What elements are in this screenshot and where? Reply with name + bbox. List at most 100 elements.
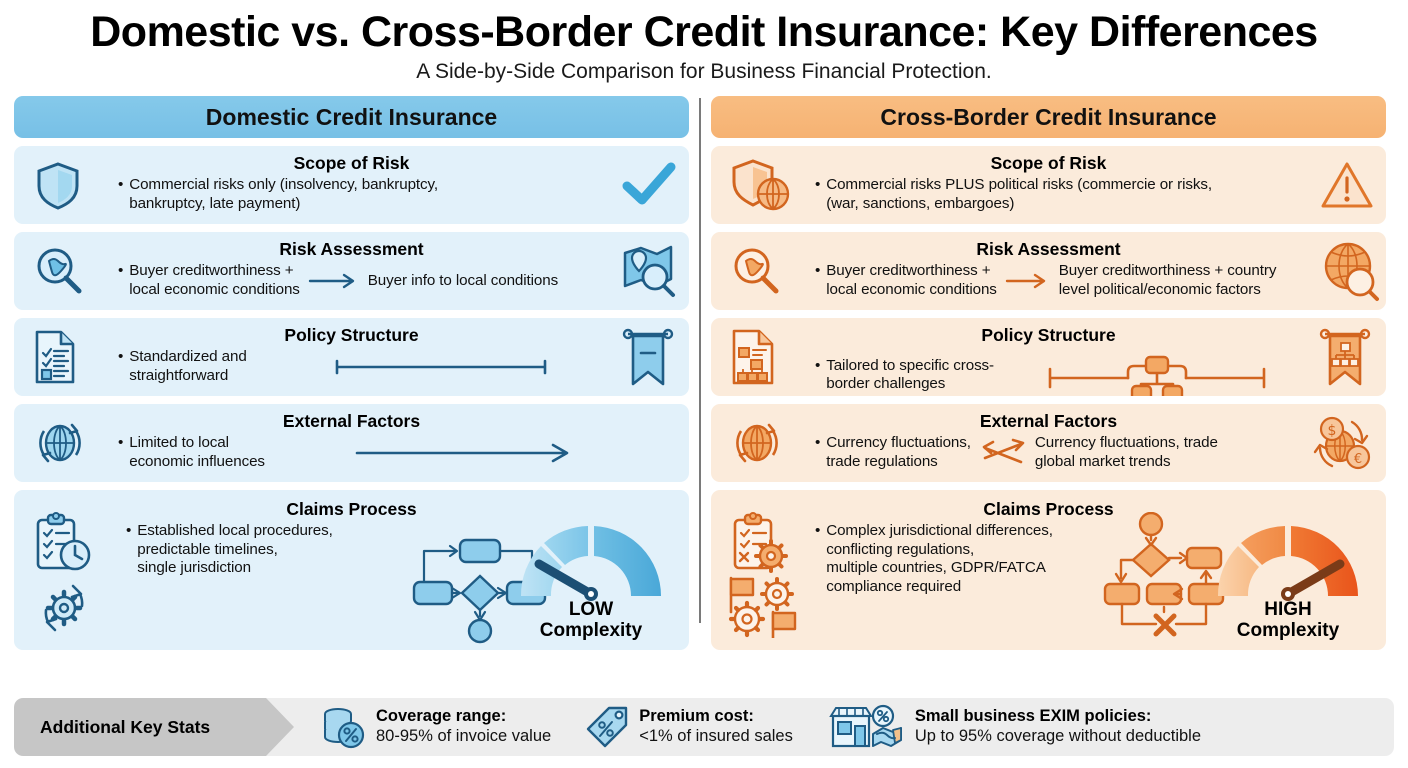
row-body: • Established local procedures, predicta… [22, 522, 681, 578]
panel-right-risk-assessment: Risk Assessment • Buyer creditworthiness… [711, 232, 1386, 311]
panel-left-external-factors: External Factors • Limited to local [14, 404, 689, 483]
bullet-line: border challenges [826, 375, 946, 393]
ribbon-simple-icon [619, 326, 677, 388]
bullet-list: • Limited to local economic influences [118, 434, 265, 471]
map-pin-magnifier-icon [617, 243, 677, 299]
bullet-line: Buyer creditworthiness + [826, 262, 991, 280]
gauge-label: LOW Complexity [539, 599, 643, 641]
mid-text: Buyer creditworthiness + country level p… [1058, 262, 1277, 298]
row-body: • Tailored to specific cross- border cha… [719, 348, 1378, 397]
stat-coverage-range: Coverage range: 80-95% of invoice value [266, 705, 551, 749]
complex-flowchart-icon [1101, 512, 1231, 644]
arrow-right-icon [1005, 272, 1051, 290]
stat-label: Coverage range: [376, 707, 507, 726]
bullet-list: • Buyer creditworthiness + local economi… [815, 262, 997, 299]
bullet-line: Commercial risks PLUS political risks (c… [826, 176, 1212, 194]
bullet-line: local economic conditions [826, 280, 997, 298]
bullet-dot: • [118, 176, 124, 194]
stat-value: 80-95% of invoice value [376, 727, 552, 745]
bullet-list: • Established local procedures, predicta… [126, 522, 426, 578]
row-title: Risk Assessment [976, 239, 1121, 260]
bullet-line: Limited to local [129, 434, 229, 452]
column-header-cross-border: Cross-Border Credit Insurance [711, 96, 1386, 139]
bullet-line: predictable timelines, [137, 540, 278, 558]
panel-left-claims-process: Claims Process [14, 490, 689, 651]
storefront-handshake-icon [827, 704, 905, 750]
page-subtitle: A Side-by-Side Comparison for Business F… [416, 60, 992, 84]
comparison-columns: Domestic Credit Insurance Scope of Risk … [0, 96, 1408, 651]
row-title: Policy Structure [284, 325, 419, 346]
panel-left-scope-of-risk: Scope of Risk • Commercial risks only (i… [14, 146, 689, 225]
row-body: • Standardized and straightforward [22, 348, 681, 385]
bullet-dot: • [126, 522, 132, 540]
stats-chip-label: Additional Key Stats [14, 698, 294, 756]
branching-line-icon [1046, 348, 1268, 397]
additional-key-stats-bar: Additional Key Stats [14, 698, 1394, 756]
bullet-line: single jurisdiction [137, 559, 251, 577]
column-divider [699, 98, 701, 624]
panel-right-policy-structure: Policy Structure [711, 318, 1386, 397]
clipboard-clock-icon [32, 512, 92, 574]
bullet-line: compliance required [826, 578, 962, 596]
magnifier-map-icon [32, 244, 86, 298]
stat-small-business-exim: Small business EXIM policies: Up to 95% … [793, 704, 1201, 750]
warning-triangle-icon [1320, 160, 1374, 210]
column-header-domestic: Domestic Credit Insurance [14, 96, 689, 139]
gauge-high-icon: HIGH Complexity [1208, 524, 1368, 641]
crossing-arrows-icon [979, 436, 1027, 470]
coins-percent-icon [320, 705, 366, 749]
bullet-line: local economic conditions [129, 280, 300, 298]
stat-label: Premium cost: [639, 707, 754, 726]
checklist-document-icon [32, 329, 78, 385]
bullet-line: straightforward [129, 366, 229, 384]
bullet-line: conflicting regulations, [826, 540, 975, 558]
flags-gears-icon [725, 572, 803, 639]
column-cross-border: Cross-Border Credit Insurance Scope of R… [711, 96, 1386, 651]
stat-text: Small business EXIM policies: Up to 95% … [915, 707, 1201, 747]
panel-right-external-factors: External Factors • Currency fluctuat [711, 404, 1386, 483]
row-title: Claims Process [286, 499, 417, 520]
bullet-line: Commercial risks only (insolvency, bankr… [129, 176, 439, 194]
svg-text:$: $ [1328, 423, 1337, 439]
globe-magnifier-icon [1318, 240, 1380, 302]
stat-text: Premium cost: <1% of insured sales [639, 707, 793, 747]
hierarchy-document-icon [729, 328, 777, 386]
bullet-list: • Currency fluctuations, trade regulatio… [815, 434, 971, 471]
arrow-right-icon [308, 272, 360, 290]
panel-right-claims-process: Claims Process [711, 490, 1386, 651]
globe-cycle-icon [729, 415, 785, 471]
shield-icon [32, 159, 84, 211]
bullet-dot: • [118, 348, 124, 366]
row-body: • Limited to local economic influences [22, 434, 681, 471]
bullet-dot: • [815, 522, 821, 540]
bullet-list: • Complex jurisdictional differences, co… [815, 522, 1145, 596]
bullet-dot: • [118, 434, 124, 452]
bullet-line: multiple countries, GDPR/FATCA [826, 559, 1046, 577]
mid-text: Buyer info to local conditions [367, 271, 559, 289]
bullet-dot: • [815, 262, 821, 280]
row-title: Risk Assessment [279, 239, 424, 260]
bullet-list: • Buyer creditworthiness + local economi… [118, 262, 300, 299]
bullet-dot: • [815, 176, 821, 194]
panel-right-scope-of-risk: Scope of Risk • Commercial risks PLUS po… [711, 146, 1386, 225]
row-body: • Buyer creditworthiness + local economi… [719, 262, 1378, 299]
gear-cycle-icon [36, 580, 92, 636]
bullet-line: Buyer creditworthiness + [129, 262, 294, 280]
row-title: External Factors [282, 411, 421, 432]
stat-label: Small business EXIM policies: [914, 707, 1152, 726]
row-title: Scope of Risk [990, 153, 1107, 174]
row-body: • Complex jurisdictional differences, co… [719, 522, 1378, 596]
row-body: • Buyer creditworthiness + local economi… [22, 262, 681, 299]
bullet-list: • Tailored to specific cross- border cha… [815, 357, 994, 394]
bullet-line: Tailored to specific cross- [826, 356, 995, 374]
gauge-low-icon: LOW Complexity [511, 524, 671, 641]
row-body: • Currency fluctuations, trade regulatio… [719, 434, 1378, 471]
currency-exchange-globe-icon: $ € [1312, 412, 1374, 474]
bullet-dot: • [815, 356, 821, 374]
column-domestic: Domestic Credit Insurance Scope of Risk … [14, 96, 689, 651]
ribbon-hierarchy-icon [1316, 326, 1374, 388]
bullet-line: (war, sanctions, embargoes) [826, 194, 1015, 212]
bullet-line: bankruptcy, late payment) [129, 194, 301, 212]
svg-text:€: € [1354, 452, 1362, 467]
